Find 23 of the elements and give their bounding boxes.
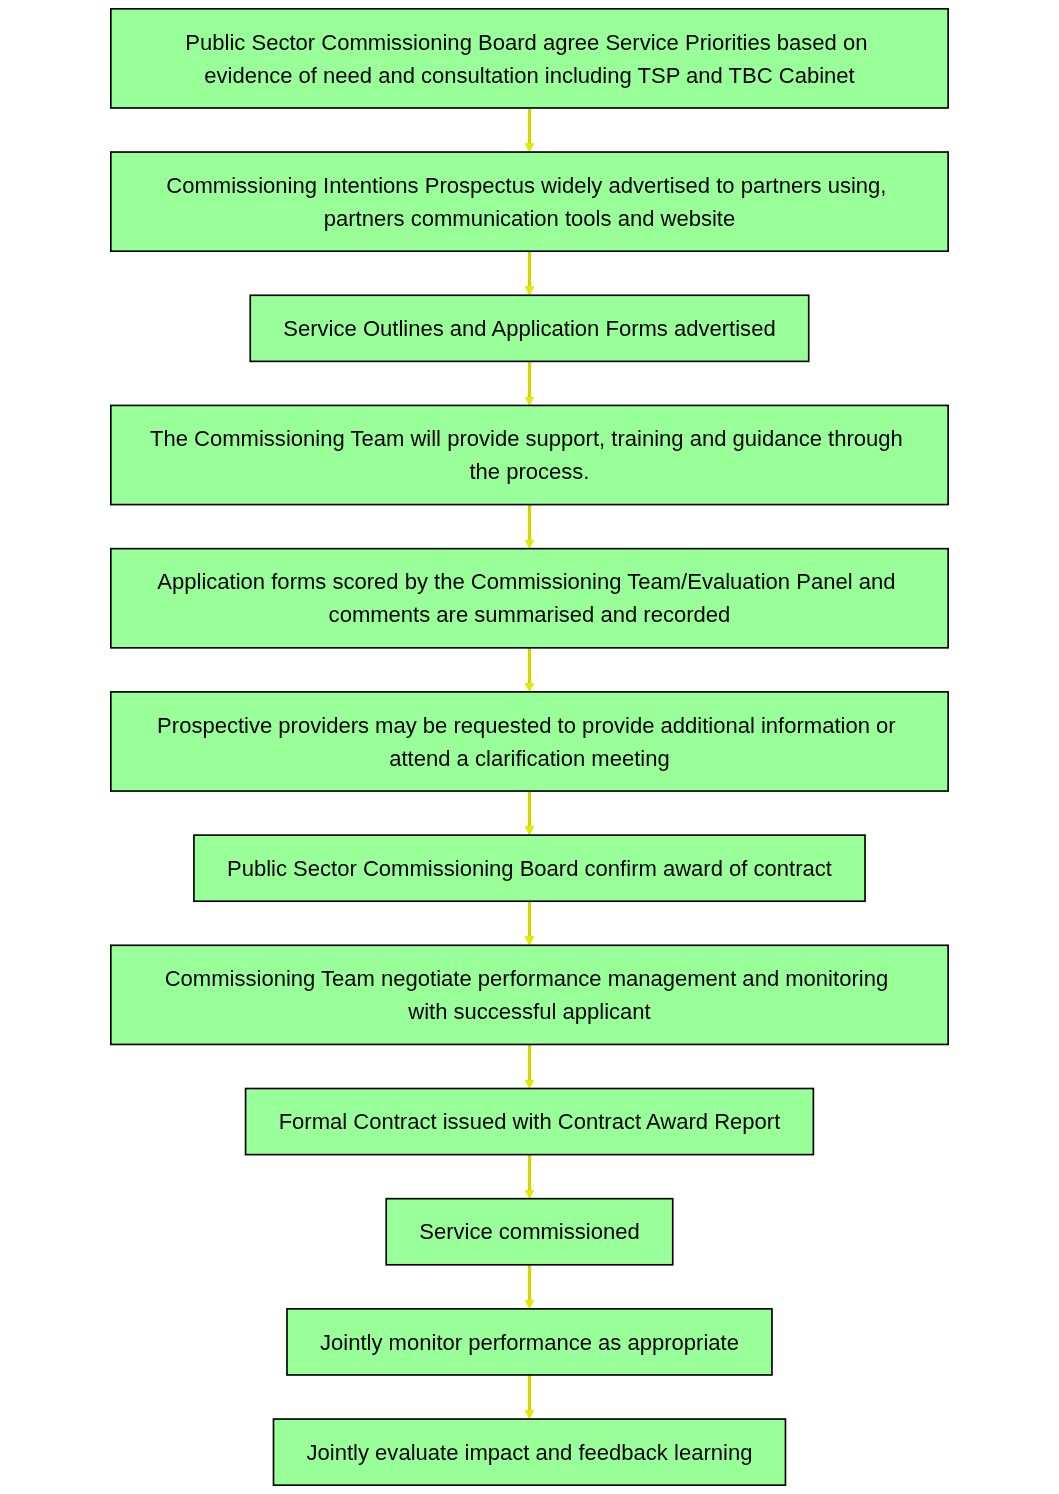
node-box: Service commissioned	[385, 1197, 674, 1266]
node-box: Formal Contract issued with Contract Award Report	[244, 1087, 815, 1156]
node-box: Prospective providers may be requested to provide additional information or attend a clarification meeting	[110, 691, 949, 792]
arrow	[524, 251, 535, 296]
arrow	[524, 107, 535, 153]
node-box: Commissioning Intentions Prospectus widely advertised to partners using, partners communication tools and website	[110, 151, 949, 253]
arrow	[524, 791, 535, 836]
arrow	[524, 901, 535, 946]
arrow	[524, 1264, 535, 1310]
arrow	[524, 1374, 535, 1420]
node-box: Jointly monitor performance as appropriate	[286, 1308, 773, 1376]
node-box: Commissioning Team negotiate performance management and monitoring with successful applicant	[110, 944, 949, 1046]
arrow	[524, 361, 535, 406]
node-box: Public Sector Commissioning Board confirm award of contract	[193, 834, 866, 903]
arrow	[524, 647, 535, 693]
node-box: Service Outlines and Application Forms advertised	[249, 294, 810, 363]
node-box: Application forms scored by the Commissioning Team/Evaluation Panel and comments are summarised and recorded	[110, 547, 949, 649]
node-box: The Commissioning Team will provide support, training and guidance through the process.	[110, 404, 949, 506]
node-box: Public Sector Commissioning Board agree Service Priorities based on evidence of need and consultation including TSP and TBC Cabinet	[110, 8, 949, 109]
arrow	[524, 504, 535, 550]
arrow	[524, 1154, 535, 1200]
arrow	[524, 1044, 535, 1089]
node-box: Jointly evaluate impact and feedback learning	[272, 1418, 787, 1486]
